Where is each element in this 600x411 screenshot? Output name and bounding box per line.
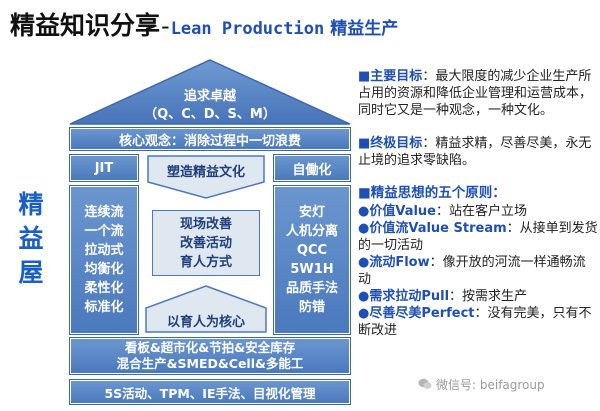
- final-goal-heading: 终极目标: [370, 136, 423, 151]
- base-tools-line-2: 混合生产&SMED&Cell&多能工: [116, 356, 304, 371]
- principle-item: ●价值Value：站在客户立场: [358, 204, 528, 219]
- house-label-char: 屋: [18, 258, 44, 287]
- left-pillar-item: 一个流: [84, 224, 124, 239]
- final-goal-paragraph: ■终极目标：精益求精，尽善尽美，永无止境的追求零缺陷。: [358, 135, 598, 169]
- house-label-char: 精: [18, 190, 44, 219]
- person-roof-text: 以育人为核心: [166, 314, 245, 330]
- dot-bullet-icon: ●: [358, 289, 370, 304]
- watermark-text: 微信号: beifagroup: [436, 377, 545, 392]
- principles-heading: 精益思想的五个原则: [370, 185, 493, 201]
- right-pillar-item: 5W1H: [290, 262, 334, 277]
- left-pillar-item: 拉动式: [84, 243, 124, 258]
- principles-heading-line: ■精益思想的五个原则：: [358, 185, 506, 201]
- left-pillar-item: 柔性化: [84, 281, 124, 296]
- watermark: 微信号: beifagroup: [418, 374, 598, 394]
- principle-item: ●流动Flow：像开放的河流一样通畅流动: [358, 255, 586, 287]
- square-bullet-icon: ■: [358, 69, 371, 84]
- principle-item: ●价值流Value Stream：从接单到发货的一切活动: [358, 221, 598, 253]
- center-box-item: 育人方式: [179, 254, 232, 270]
- principle-item: ●需求拉动Pull：按需求生产: [358, 289, 528, 304]
- culture-tag: 塑造精益文化: [166, 164, 245, 180]
- roof-shape: [69, 59, 351, 125]
- left-pillar-item: 连续流: [84, 205, 124, 220]
- right-text-panel: ■主要目标：最大限度的减少企业生产所占用的资源和降低企业管理和运营成本，同时它又…: [358, 68, 598, 339]
- left-pillar-item: 标准化: [84, 300, 124, 315]
- principle-item: ●尽善尽美Perfect：没有完美，只有不断改进: [358, 306, 592, 338]
- left-pillar: 连续流 一个流 拉动式 均衡化 柔性化 标准化: [70, 186, 138, 334]
- center-box: 现场改善 改善活动 育人方式: [152, 210, 260, 276]
- dot-bullet-icon: ●: [358, 306, 370, 321]
- center-box-item: 现场改善: [179, 216, 232, 232]
- core-concept-bar: 核心观念：消除过程中一切浪费: [70, 128, 350, 150]
- base-tools-line-1: 看板&超市化&节拍&安全库存: [124, 340, 296, 355]
- base-tools-bar: 看板&超市化&节拍&安全库存 混合生产&SMED&Cell&多能工: [70, 338, 350, 374]
- final-goal-body: ：精益求精，尽善尽美，永无止境的追求零缺陷。: [358, 136, 592, 168]
- right-pillar-item: 安灯: [298, 205, 325, 220]
- house-label-char: 益: [18, 224, 44, 253]
- center-box-item: 改善活动: [179, 235, 232, 251]
- dot-bullet-icon: ●: [358, 221, 370, 236]
- square-bullet-icon: ■: [358, 185, 371, 201]
- jidoka-tag: 自働化: [274, 155, 350, 181]
- title-dash: -: [161, 12, 170, 40]
- dot-bullet-icon: ●: [358, 204, 370, 219]
- roof-line-1: 追求卓越: [183, 89, 236, 104]
- title-main: 精益知识分享: [10, 11, 161, 40]
- right-pillar-item: 防错: [298, 300, 325, 315]
- main-goal-body: ：最大限度的减少企业生产所占用的资源和降低企业管理和运营成本，同时它又是一种观念…: [358, 69, 593, 118]
- page-title: 精益知识分享 - Lean Production 精益生产: [10, 6, 398, 40]
- house-label: 精 益 屋: [16, 188, 46, 290]
- roof-text: 追求卓越 （Q、C、D、S、M）: [118, 86, 302, 126]
- right-pillar-item: 人机分离: [285, 224, 338, 239]
- culture-arrow-shape: [147, 155, 265, 199]
- square-bullet-icon: ■: [358, 136, 371, 151]
- left-pillar-item: 均衡化: [84, 262, 124, 277]
- right-pillar-item: 品质手法: [285, 281, 338, 296]
- main-goal-paragraph: ■主要目标：最大限度的减少企业生产所占用的资源和降低企业管理和运营成本，同时它又…: [358, 68, 598, 119]
- right-pillar: 安灯 人机分离 QCC 5W1H 品质手法 防错: [274, 186, 350, 334]
- title-chinese: 精益生产: [330, 19, 399, 39]
- person-roof-shape: [145, 285, 267, 333]
- roof-line-2: （Q、C、D、S、M）: [144, 107, 276, 122]
- right-pillar-item: QCC: [296, 243, 328, 258]
- base-foundation-bar: 5S活动、TPM、IE手法、目视化管理: [70, 380, 350, 404]
- wechat-icon: [418, 378, 432, 389]
- jit-tag: JIT: [70, 155, 138, 181]
- main-goal-heading: 主要目标: [370, 69, 423, 84]
- title-english: Lean Production: [170, 19, 325, 39]
- dot-bullet-icon: ●: [358, 255, 370, 270]
